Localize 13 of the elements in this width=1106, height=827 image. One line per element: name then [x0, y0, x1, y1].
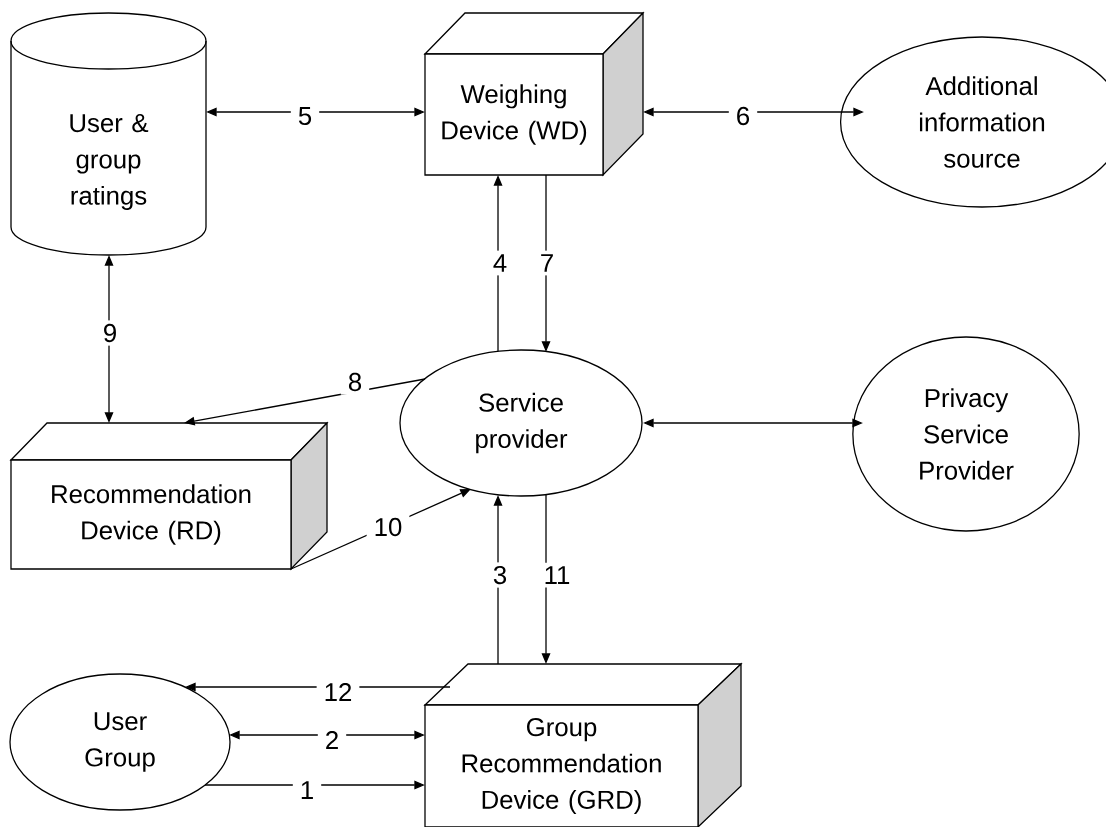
edge-label: 4	[485, 250, 515, 276]
edge-label: 10	[366, 514, 410, 540]
edge-label: 8	[340, 369, 370, 395]
edge-label: 9	[95, 320, 125, 346]
database-cylinder: User & group ratings	[10, 12, 207, 256]
edge-label: 3	[485, 562, 515, 588]
edge-label: 1	[292, 777, 322, 803]
edge-label: 12	[316, 679, 360, 705]
edge-label: 7	[532, 250, 562, 276]
edge-label: 5	[290, 103, 320, 129]
edge-label: 2	[317, 727, 347, 753]
edge-label: 6	[728, 103, 758, 129]
edge-label: 11	[536, 562, 578, 588]
